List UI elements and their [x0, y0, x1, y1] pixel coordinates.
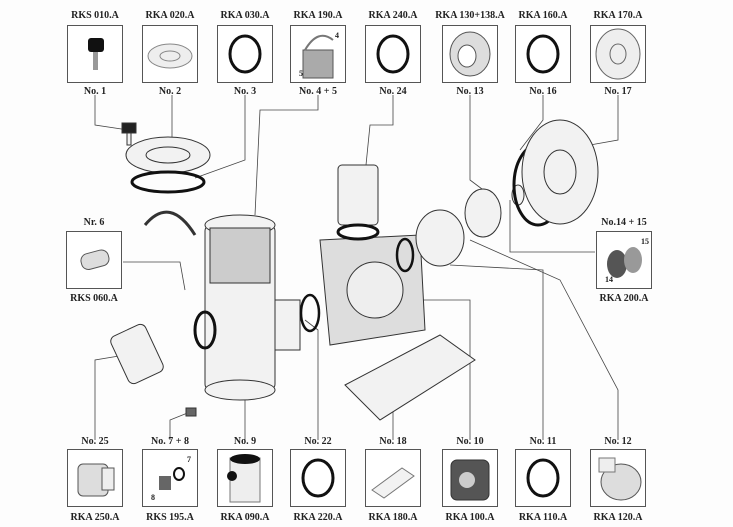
part-number: No. 9: [233, 436, 257, 447]
part-thumbnail: [515, 449, 571, 507]
leader-lines: [94, 95, 619, 440]
part-number: No. 4 + 5: [299, 86, 337, 97]
o-ring-icon: [395, 237, 415, 273]
part-code: RKA 110.A: [518, 512, 568, 523]
part-code: RKA 160.A: [518, 10, 568, 21]
part-number: No. 10: [456, 436, 484, 447]
part-number: No. 11: [529, 436, 557, 447]
diffuser-icon: [598, 457, 642, 501]
part-number: No. 7 + 8: [151, 436, 189, 447]
o-ring-icon: [193, 310, 217, 350]
sub-number: 14: [605, 275, 613, 284]
knob-icon: [121, 122, 137, 146]
part-thumbnail: [442, 25, 498, 83]
o-ring-icon: [299, 293, 321, 333]
part-code: RKA 180.A: [368, 512, 418, 523]
part-thumbnail: [442, 449, 498, 507]
part-code: RKA 030.A: [220, 10, 270, 21]
base-icon: [371, 467, 415, 499]
o-ring-icon: [526, 458, 560, 498]
part-thumbnail: [142, 25, 198, 83]
part-code: RKA 090.A: [220, 512, 270, 523]
part-number: No. 12: [604, 436, 632, 447]
part-thumbnail: [590, 449, 646, 507]
impeller-icon: [449, 31, 491, 77]
o-ring-icon: [228, 34, 262, 74]
union-icon: [77, 463, 115, 497]
o-ring-icon: [130, 170, 206, 194]
part-code: RKA 120.A: [593, 512, 643, 523]
base-icon: [344, 334, 476, 421]
part-number: No. 2: [158, 86, 182, 97]
part-code: RKA 130+138.A: [435, 10, 505, 21]
sub-number: 7: [187, 455, 191, 464]
part-code: RKA 190.A: [293, 10, 343, 21]
part-thumbnail: [67, 449, 123, 507]
part-number: No. 1: [83, 86, 107, 97]
part-thumbnail: [66, 231, 122, 289]
part-number: No. 24: [379, 86, 407, 97]
part-number: No.14 + 15: [601, 217, 647, 228]
impeller-icon: [464, 188, 502, 238]
part-code: RKA 100.A: [445, 512, 495, 523]
union-icon: [110, 323, 164, 385]
sub-number: 4: [335, 31, 339, 40]
drain-plug-icon: 78: [151, 455, 191, 502]
part-thumbnail: [67, 25, 123, 83]
part-number: No. 13: [456, 86, 484, 97]
diffuser-icon: [415, 209, 465, 267]
part-number: No. 17: [604, 86, 632, 97]
basket-handle-icon: [143, 210, 197, 236]
part-thumbnail: [365, 449, 421, 507]
flange-icon: [521, 119, 599, 225]
part-code: RKS 060.A: [70, 293, 118, 304]
part-code: RKS 195.A: [146, 512, 194, 523]
part-number: No. 25: [81, 436, 109, 447]
part-code: RKA 200.A: [599, 293, 649, 304]
part-thumbnail: [217, 449, 273, 507]
part-number: No. 16: [529, 86, 557, 97]
part-number: Nr. 6: [83, 217, 105, 228]
strainer-basket-icon: 45: [299, 31, 339, 79]
part-thumbnail: [515, 25, 571, 83]
o-ring-icon: [336, 223, 380, 241]
knob-icon: [88, 38, 104, 70]
part-thumbnail: [590, 25, 646, 83]
part-code: RKA 250.A: [70, 512, 120, 523]
part-number: No. 22: [304, 436, 332, 447]
part-thumbnail: [290, 449, 346, 507]
part-code: RKS 010.A: [71, 10, 119, 21]
valve-icon: [80, 249, 110, 271]
part-number: No. 3: [233, 86, 257, 97]
part-code: RKA 170.A: [593, 10, 643, 21]
sub-number: 8: [151, 493, 155, 502]
flange-icon: [595, 28, 641, 80]
part-code: RKA 020.A: [145, 10, 195, 21]
pump-housing-icon: [450, 459, 490, 501]
lid-icon: [125, 136, 211, 174]
drain-plug-icon: [185, 407, 197, 417]
part-thumbnail: [217, 25, 273, 83]
part-code: RKA 220.A: [293, 512, 343, 523]
sub-number: 15: [641, 237, 649, 246]
o-ring-icon: [526, 34, 560, 74]
part-thumbnail: [365, 25, 421, 83]
part-code: RKA 240.A: [368, 10, 418, 21]
part-number: No. 18: [379, 436, 407, 447]
o-ring-icon: [376, 34, 410, 74]
strainer-housing-icon: [204, 214, 301, 401]
lid-icon: [147, 43, 193, 69]
sub-number: 5: [299, 69, 303, 78]
strainer-housing-icon: [227, 454, 261, 503]
o-ring-icon: [301, 458, 335, 498]
pump-housing-icon: [319, 164, 426, 346]
